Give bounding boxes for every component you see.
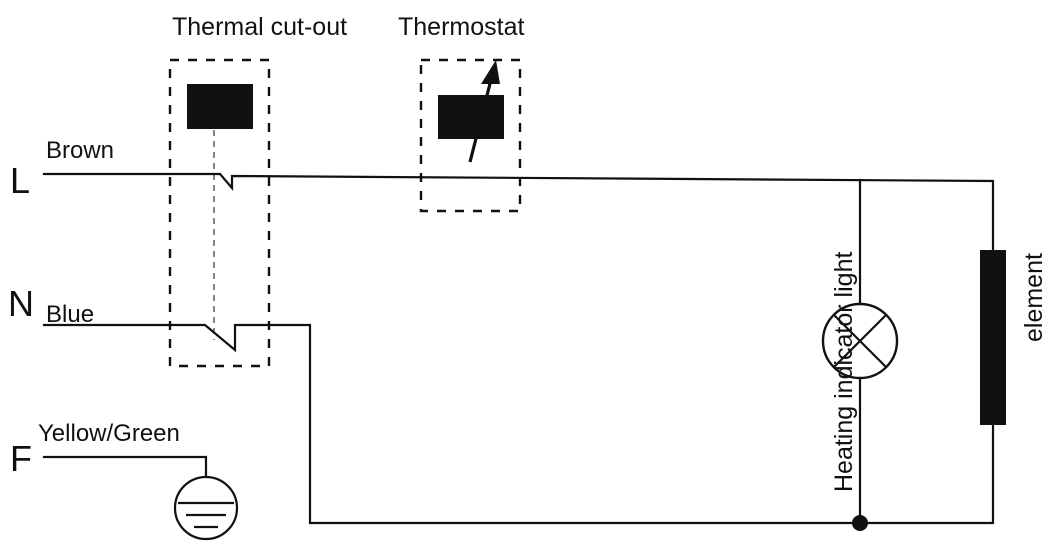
terminal-n-label: N	[8, 283, 34, 324]
thermostat-label: Thermostat	[398, 13, 524, 41]
element-label: element	[1020, 253, 1048, 342]
lamp-cross-icon	[821, 302, 899, 380]
terminal-l-label: L	[10, 160, 30, 201]
thermal-cutout-sensor-block	[187, 84, 253, 129]
thermal-cutout-enclosure	[168, 58, 271, 368]
junction-node	[852, 515, 868, 531]
yellow-green-wire-label: Yellow/Green	[38, 420, 180, 447]
earth-line	[42, 455, 208, 480]
brown-wire-label: Brown	[46, 137, 114, 164]
terminal-f-label: F	[10, 438, 32, 479]
ground-symbol-icon	[173, 475, 239, 541]
blue-wire-label: Blue	[46, 301, 94, 328]
heating-indicator-label: Heating indicator light	[830, 252, 858, 492]
thermal-cutout-label: Thermal cut-out	[172, 13, 347, 41]
live-line	[42, 172, 995, 312]
thermostat-block	[438, 95, 504, 139]
thermostat-arrow-icon	[468, 60, 500, 163]
heating-element-block	[980, 250, 1006, 425]
neutral-line	[42, 323, 995, 525]
